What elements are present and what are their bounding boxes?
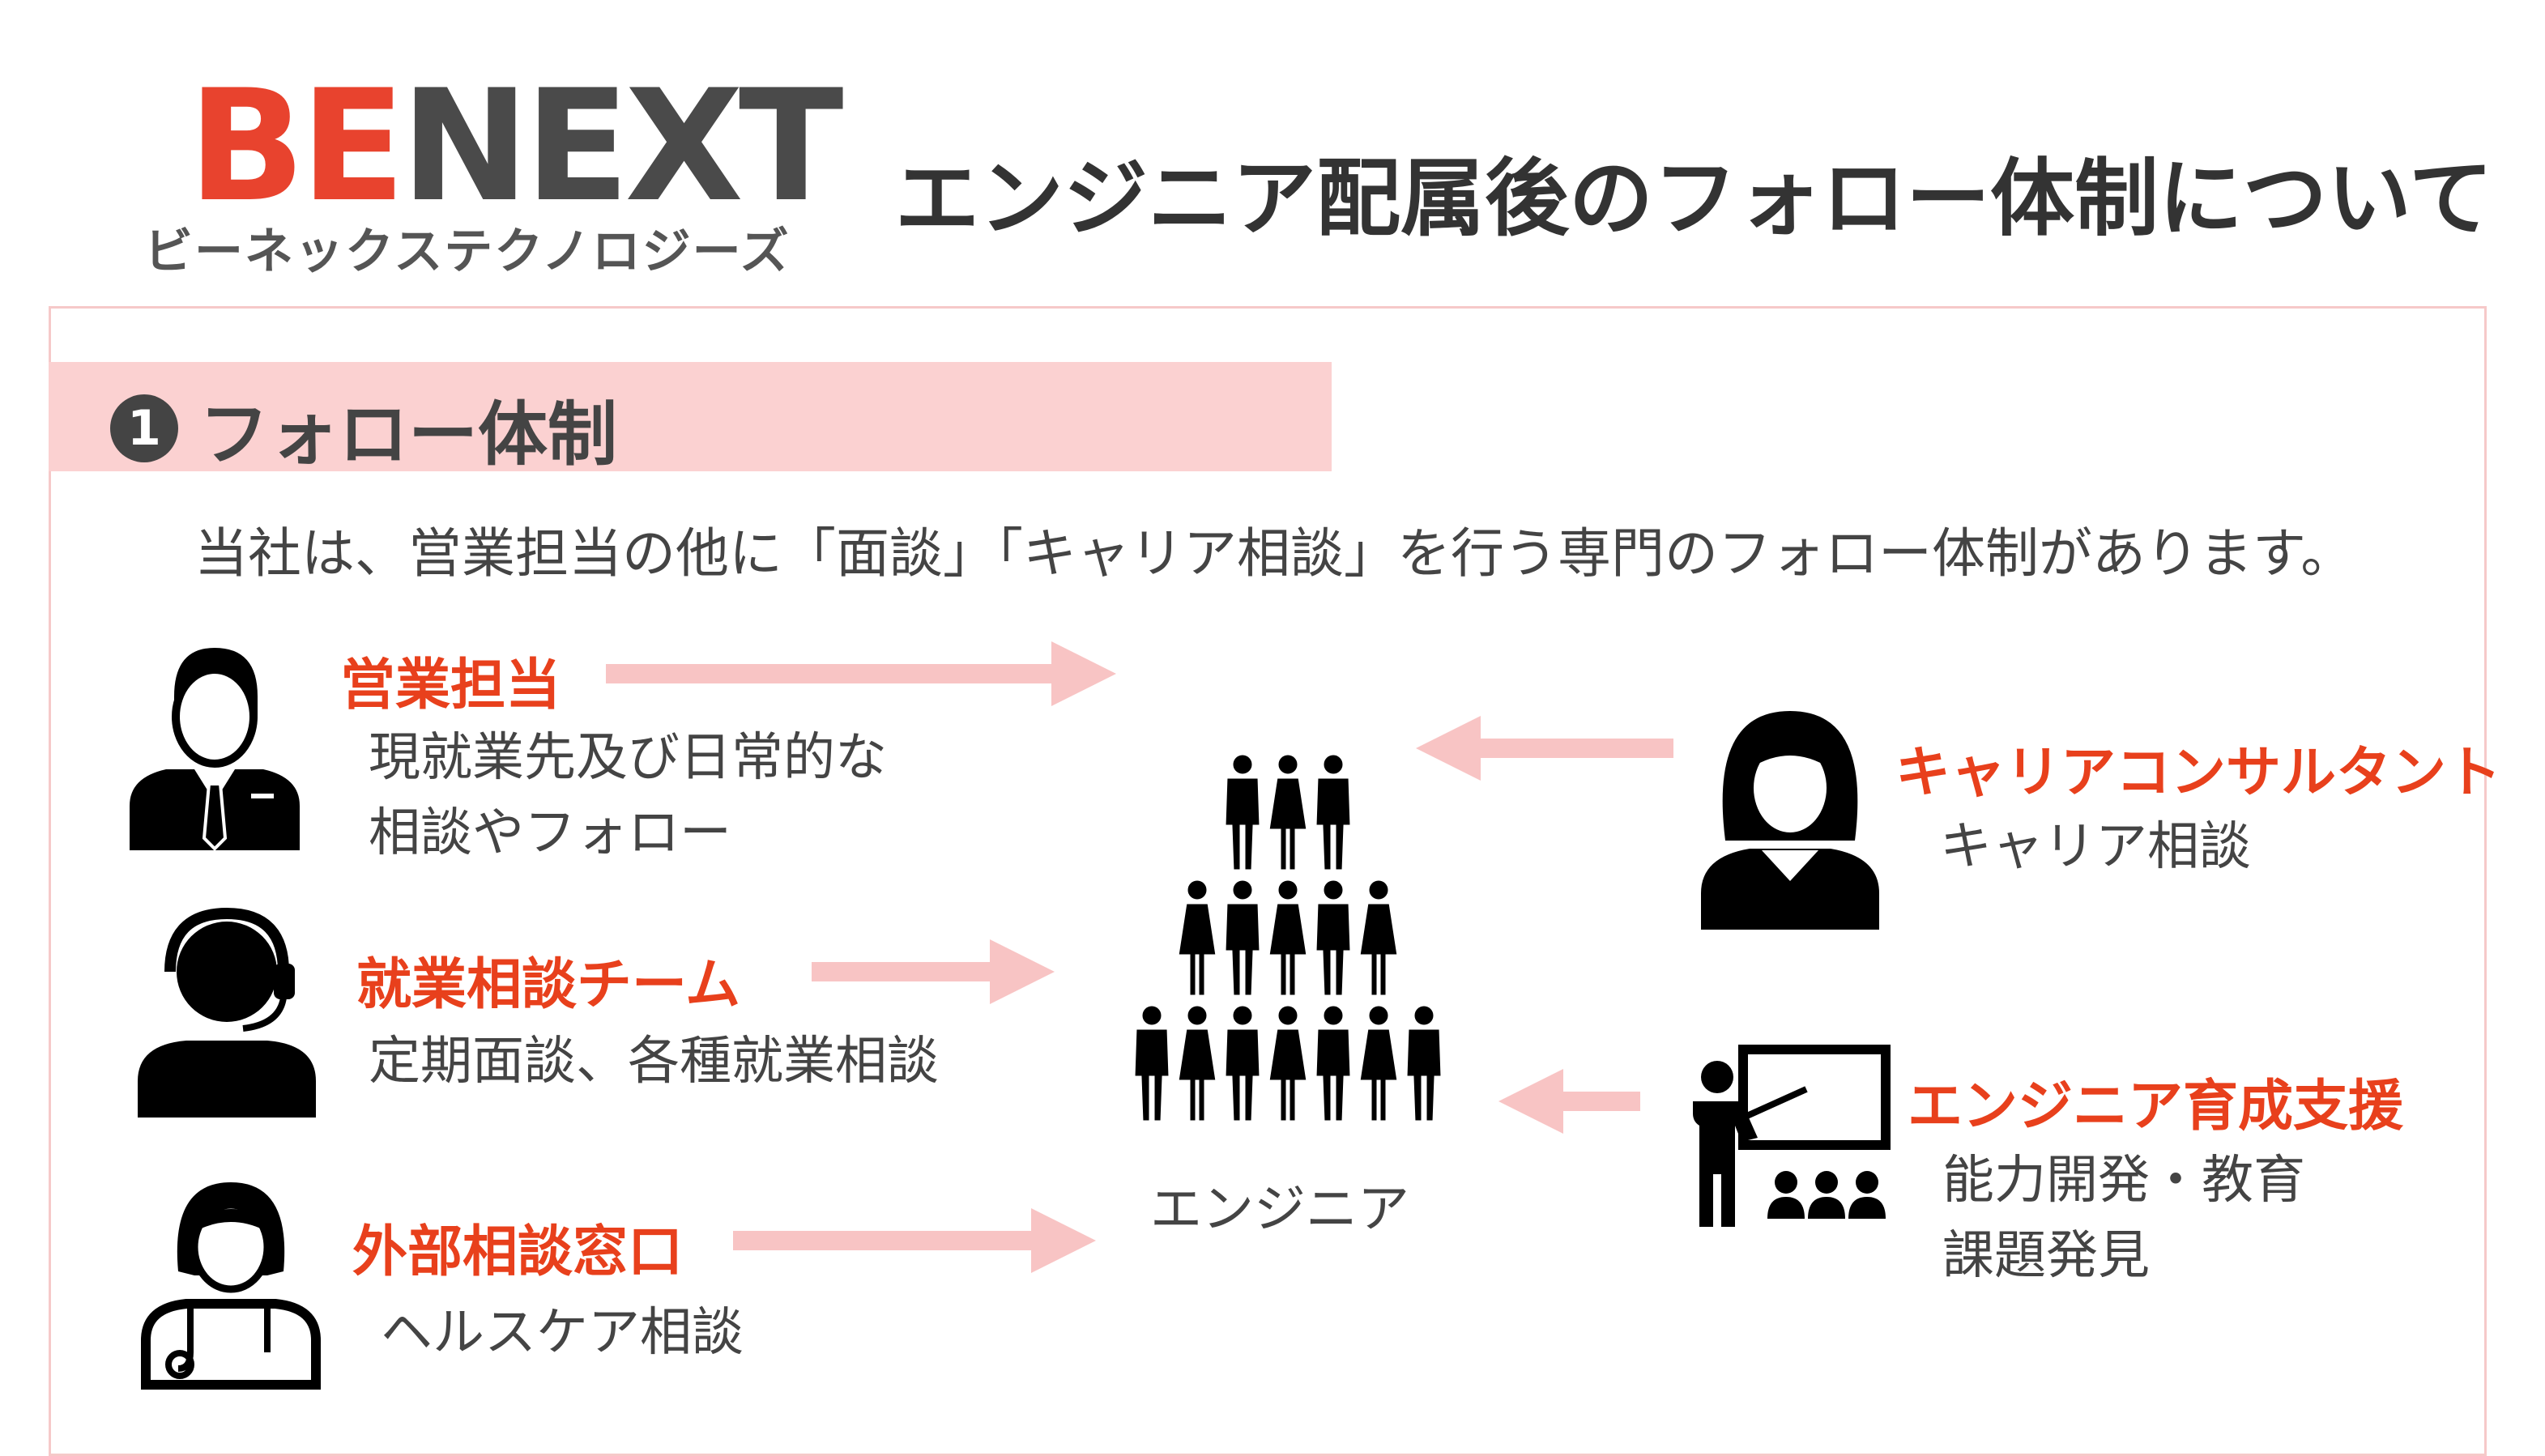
- company-logo: BENEXT: [188, 70, 844, 224]
- person-figure: [1223, 878, 1262, 998]
- logo-letter-e: E: [300, 57, 406, 236]
- salesperson-icon: [130, 648, 300, 851]
- role-desc-sales: 現就業先及び日常的な 相談やフォロー: [369, 721, 887, 871]
- person-figure: [1267, 878, 1309, 998]
- role-title-sales: 営業担当: [340, 653, 561, 717]
- role-desc-line: ヘルスケア相談: [381, 1303, 744, 1363]
- nurse-icon: [141, 1182, 321, 1390]
- person-figure: [1267, 1003, 1309, 1123]
- role-desc-training: 能力開発・教育 課題発見: [1942, 1143, 2305, 1294]
- role-desc-external: ヘルスケア相談: [381, 1296, 744, 1371]
- intro-text: 当社は、営業担当の他に「面談」「キャリア相談」を行う専門のフォロー体制があります…: [194, 522, 2355, 585]
- person-figure: [1223, 1003, 1262, 1123]
- role-desc-career-consultant: キャリア相談: [1940, 810, 2251, 885]
- person-figure: [1314, 878, 1353, 998]
- people-pyramid-icon: [1132, 752, 1443, 1123]
- arrow-sales-to-engineer: [606, 641, 1116, 706]
- role-title-consult-team: 就業相談チーム: [356, 953, 740, 1017]
- person-figure: [1314, 752, 1353, 872]
- arrow-external-to-engineer: [733, 1208, 1096, 1273]
- person-figure: [1358, 1003, 1400, 1123]
- role-title-external: 外部相談窓口: [352, 1220, 684, 1284]
- role-desc-consult-team: 定期面談、各種就業相談: [369, 1024, 939, 1100]
- role-desc-line: 相談やフォロー: [369, 803, 731, 863]
- section-header-bar: [49, 362, 1332, 471]
- person-figure: [1267, 752, 1309, 872]
- section-title: 1 フォロー体制: [110, 377, 617, 479]
- person-figure: [1132, 1003, 1171, 1123]
- consultant-woman-icon: [1701, 711, 1879, 930]
- role-desc-line: 現就業先及び日常的な: [369, 728, 887, 788]
- logo-subtitle: ビーネックステクノロジーズ: [144, 224, 791, 280]
- arrow-consultant-to-engineer: [1416, 716, 1673, 781]
- section-title-text: フォロー体制: [199, 394, 617, 475]
- person-figure: [1176, 1003, 1218, 1123]
- center-label-engineer: エンジニア: [1150, 1180, 1409, 1240]
- role-desc-line: 課題発見: [1942, 1225, 2150, 1286]
- role-desc-line: 定期面談、各種就業相談: [369, 1032, 939, 1092]
- headset-operator-icon: [138, 907, 316, 1118]
- page-title: エンジニア配属後のフォロー体制について: [895, 149, 2493, 248]
- person-figure: [1405, 1003, 1443, 1123]
- person-figure: [1176, 878, 1218, 998]
- arrow-training-to-engineer: [1498, 1069, 1640, 1134]
- section-number-badge: 1: [110, 394, 178, 462]
- person-figure: [1358, 878, 1400, 998]
- logo-letter-b: B: [188, 57, 305, 236]
- arrow-team-to-engineer: [812, 939, 1055, 1004]
- logo-letters-next: NEXT: [400, 57, 844, 236]
- role-desc-line: キャリア相談: [1940, 817, 2251, 877]
- role-title-training: エンジニア育成支援: [1908, 1075, 2404, 1139]
- person-figure: [1314, 1003, 1353, 1123]
- role-title-career-consultant: キャリアコンサルタント: [1895, 741, 2502, 805]
- teacher-board-icon: [1693, 1045, 1891, 1227]
- person-figure: [1223, 752, 1262, 872]
- role-desc-line: 能力開発・教育: [1942, 1151, 2305, 1211]
